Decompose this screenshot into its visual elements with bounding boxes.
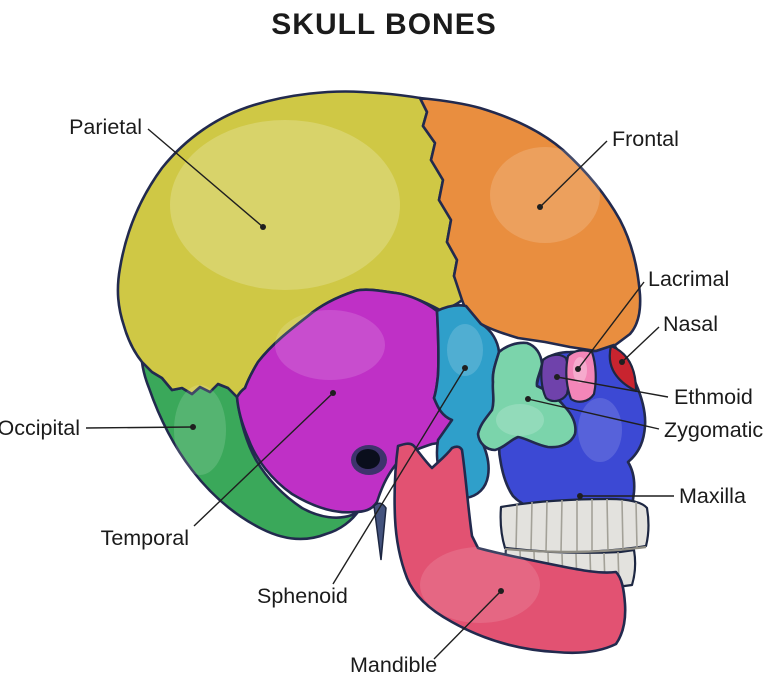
label-mandible: Mandible	[350, 653, 437, 677]
styloid-process	[373, 502, 387, 561]
label-parietal: Parietal	[69, 115, 142, 139]
leader-line-parietal	[147, 128, 264, 228]
leader-dot-ethmoid	[554, 374, 560, 380]
label-nasal: Nasal	[663, 312, 718, 336]
leader-dot-frontal	[537, 204, 543, 210]
label-zygomatic: Zygomatic	[664, 418, 763, 442]
leader-dot-parietal	[260, 224, 266, 230]
leader-dot-lacrimal	[575, 366, 581, 372]
bones-group	[116, 90, 650, 655]
label-occipital: Occipital	[0, 416, 80, 440]
leader-line-ethmoid	[556, 376, 669, 398]
leader-dot-temporal	[330, 390, 336, 396]
leader-dot-occipital	[190, 424, 196, 430]
leader-line-zygomatic	[527, 398, 660, 430]
occipital-bone	[140, 360, 362, 541]
label-sphenoid: Sphenoid	[257, 584, 348, 608]
leader-dot-zygomatic	[525, 396, 531, 402]
leader-lines-group	[85, 128, 674, 660]
mandible-bone	[393, 442, 627, 655]
ear-canal-opening	[356, 449, 380, 469]
leader-dot-nasal	[619, 359, 625, 365]
labels-group: Parietal Frontal Lacrimal Nasal Ethmoid …	[0, 115, 763, 677]
diagram-title: SKULL BONES	[271, 8, 496, 41]
label-lacrimal: Lacrimal	[648, 267, 729, 291]
label-maxilla: Maxilla	[679, 484, 746, 508]
label-temporal: Temporal	[101, 526, 189, 550]
leader-line-sphenoid	[332, 367, 466, 585]
shading-highlights	[170, 120, 622, 623]
label-frontal: Frontal	[612, 127, 679, 151]
leader-dot-sphenoid	[462, 365, 468, 371]
leader-line-lacrimal	[577, 281, 645, 370]
leader-line-frontal	[539, 140, 608, 208]
upper-teeth	[499, 497, 650, 554]
leader-line-nasal	[621, 326, 660, 363]
label-ethmoid: Ethmoid	[674, 385, 753, 409]
leader-dot-maxilla	[577, 493, 583, 499]
leader-line-temporal	[193, 392, 334, 527]
leader-dot-mandible	[498, 588, 504, 594]
leader-line-mandible	[433, 590, 502, 660]
lacrimal-bone	[565, 349, 597, 403]
upper-teeth-separations	[515, 498, 638, 554]
leader-line-occipital	[85, 426, 194, 429]
